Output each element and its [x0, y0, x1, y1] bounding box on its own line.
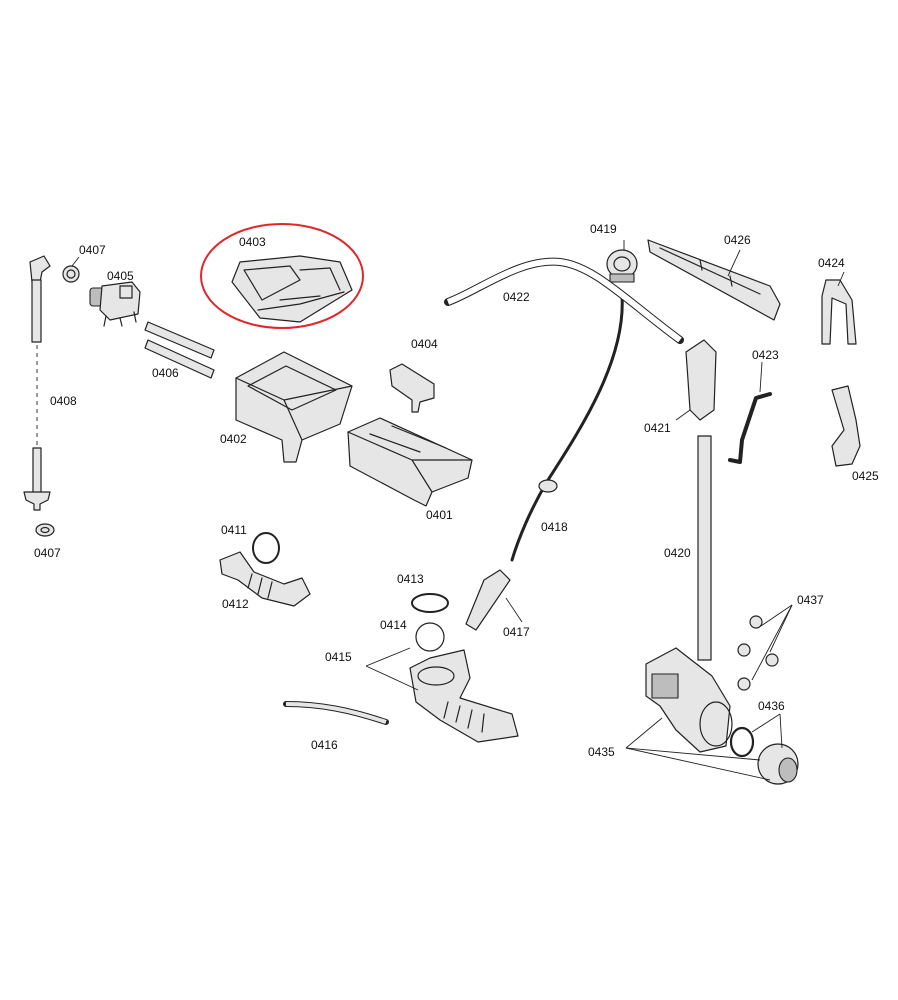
part-0403-siphon-insert[interactable] [231, 255, 353, 323]
part-0425-bracket[interactable] [831, 385, 861, 467]
leader-lines [71, 240, 845, 781]
part-0420-pipe[interactable] [697, 435, 712, 661]
part-0418-pressure-hose[interactable] [510, 294, 624, 562]
part-0413-ring[interactable] [411, 593, 449, 613]
label-0407-bottom: 0407 [34, 546, 61, 560]
part-0435-drain-pump[interactable] [645, 647, 733, 753]
label-0412: 0412 [222, 597, 249, 611]
part-0402-dispenser-housing[interactable] [235, 351, 353, 463]
label-0416: 0416 [311, 738, 338, 752]
part-0415-sump-hose[interactable] [409, 649, 519, 743]
part-0436-filter[interactable] [757, 743, 799, 785]
part-0404-cap[interactable] [389, 363, 435, 413]
part-0424-bracket[interactable] [821, 279, 857, 345]
label-0419: 0419 [590, 222, 617, 236]
label-0403: 0403 [239, 235, 266, 249]
part-0416-hose[interactable] [283, 701, 389, 725]
label-0417: 0417 [503, 625, 530, 639]
part-0408-inlet-hose[interactable] [23, 255, 51, 511]
label-0406: 0406 [152, 366, 179, 380]
part-0417-pressure-chamber[interactable] [465, 569, 511, 631]
label-0405: 0405 [107, 269, 134, 283]
part-labels: 0401 0402 0403 0404 0405 0406 0407 0407 … [34, 222, 879, 759]
label-0420: 0420 [664, 546, 691, 560]
label-0411: 0411 [221, 523, 247, 537]
part-0412-bellows-hose[interactable] [219, 551, 311, 607]
label-0423: 0423 [752, 348, 779, 362]
part-0414-ball[interactable] [415, 622, 445, 652]
part-0405-inlet-valve[interactable] [89, 281, 141, 327]
label-0422: 0422 [503, 290, 530, 304]
part-0437-screws[interactable] [737, 615, 779, 691]
label-0421: 0421 [644, 421, 671, 435]
part-0426-rail[interactable] [647, 239, 781, 321]
label-0415: 0415 [325, 650, 352, 664]
part-0419-pressure-switch[interactable] [606, 249, 638, 283]
label-0404: 0404 [411, 337, 438, 351]
label-0408: 0408 [50, 394, 77, 408]
label-0436: 0436 [758, 699, 785, 713]
label-0425: 0425 [852, 469, 879, 483]
part-0423-rod[interactable] [728, 392, 772, 464]
label-0402: 0402 [220, 432, 247, 446]
label-0426: 0426 [724, 233, 751, 247]
part-0407-washer-top[interactable] [62, 265, 80, 283]
label-0414: 0414 [380, 618, 407, 632]
part-0401-dispenser-drawer[interactable] [347, 417, 473, 507]
part-0411-ring[interactable] [252, 532, 280, 564]
label-0401: 0401 [426, 508, 453, 522]
part-0421-air-trap[interactable] [685, 339, 717, 421]
label-0437: 0437 [797, 593, 824, 607]
part-0407-washer-bottom[interactable] [35, 523, 55, 537]
part-0406-hoses[interactable] [144, 321, 215, 379]
label-0418: 0418 [541, 520, 568, 534]
label-0435: 0435 [588, 745, 615, 759]
highlight-circle [200, 223, 364, 329]
label-0407-top: 0407 [79, 243, 106, 257]
label-0413: 0413 [397, 572, 424, 586]
part-0436-seal-ring[interactable] [729, 726, 755, 758]
part-0422-hose[interactable] [444, 257, 684, 344]
label-0424: 0424 [818, 256, 845, 270]
